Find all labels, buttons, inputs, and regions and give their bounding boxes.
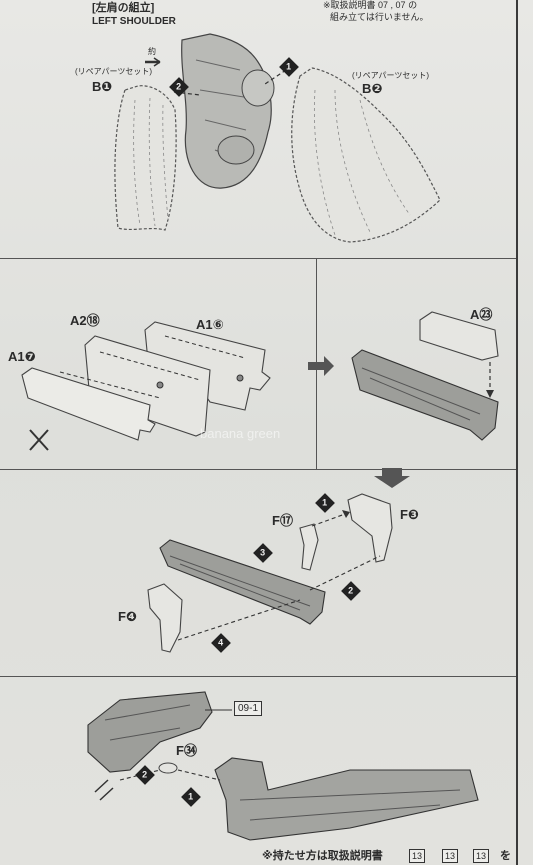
part-label-f4: F❹ [118, 609, 137, 624]
manual-ref-tag: 09-1 [234, 701, 263, 716]
divider-3 [0, 676, 516, 677]
part-label-a2-18: A2⑱ [70, 313, 100, 328]
note-line-2: 組み立ては行いません。 [330, 12, 429, 22]
footer-suffix: を [500, 850, 511, 862]
note-line-1: ※取扱説明書 07 , 07 の [323, 0, 418, 10]
repair-set-label-right: (リペアパーツセット) [352, 71, 430, 80]
repair-set-label-left: (リペアパーツセット) [75, 67, 153, 76]
divider-1 [0, 258, 516, 259]
part-label-f34: F㉞ [176, 743, 197, 758]
divider-2 [0, 469, 516, 470]
section-title-jp: [左肩の組立] [92, 2, 155, 14]
footer-ref-1: 13 [409, 849, 426, 863]
part-label-a1-6: A1⑥ [196, 317, 224, 332]
right-border [516, 0, 518, 865]
part-label-b1: B❶ [92, 79, 113, 94]
footer-text: ※持たせ方は取扱説明書 [262, 850, 383, 862]
watermark-text: banana green [200, 426, 281, 441]
footer-ref-2: 13 [442, 849, 459, 863]
part-label-f17: F⑰ [272, 513, 293, 528]
part-label-f3: F❸ [400, 507, 419, 522]
part-label-b2: B❷ [362, 81, 383, 96]
footer-ref-3: 13 [473, 849, 490, 863]
section-title-en: LEFT SHOULDER [92, 16, 176, 27]
part-label-a23: A㉓ [470, 307, 493, 322]
part-label-a1-7: A1❼ [8, 349, 36, 364]
direction-mark: 約 [148, 47, 156, 56]
